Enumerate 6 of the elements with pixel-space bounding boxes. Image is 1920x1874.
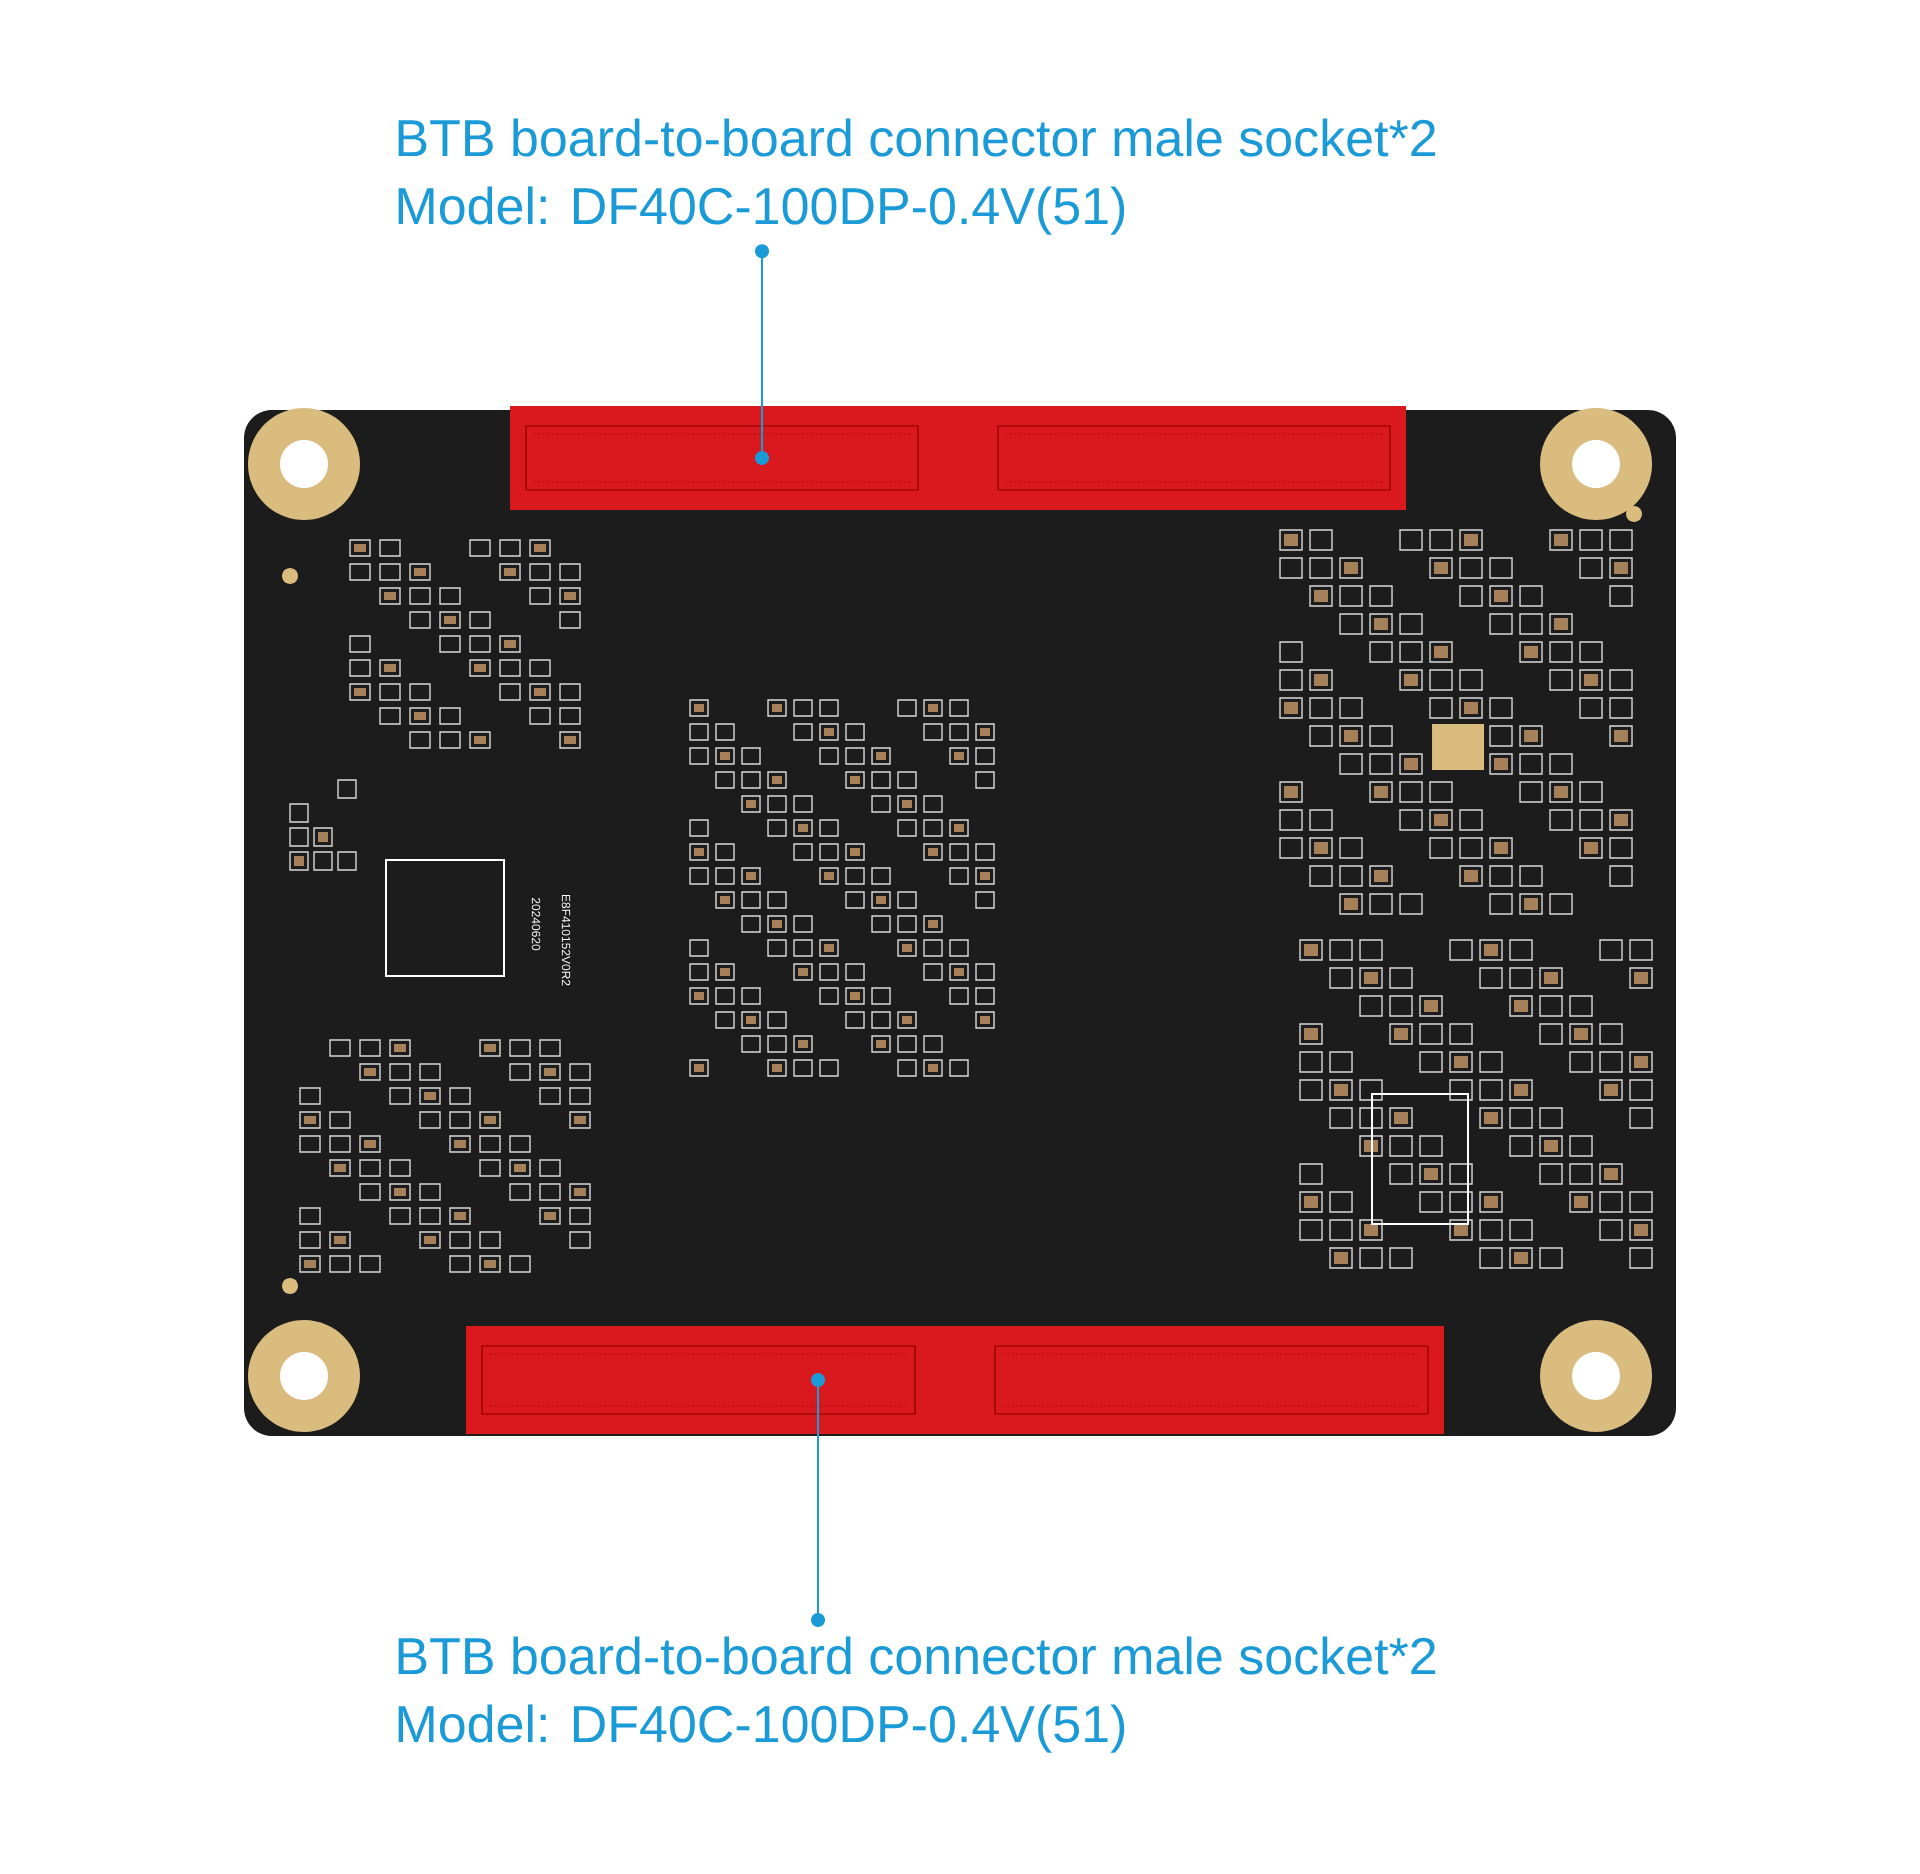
- leader-line: [811, 1373, 825, 1627]
- connector-socket: [466, 1326, 1444, 1434]
- callout-text: BTB board-to-board connector male socket*2 Model: DF40C-100DP-0.4V(51): [398, 1636, 1436, 1753]
- leader-line: [755, 244, 769, 465]
- callout-text: BTB board-to-board connector male socket*2 Model: DF40C-100DP-0.4V(51): [398, 118, 1436, 235]
- connector-socket: [510, 406, 1406, 510]
